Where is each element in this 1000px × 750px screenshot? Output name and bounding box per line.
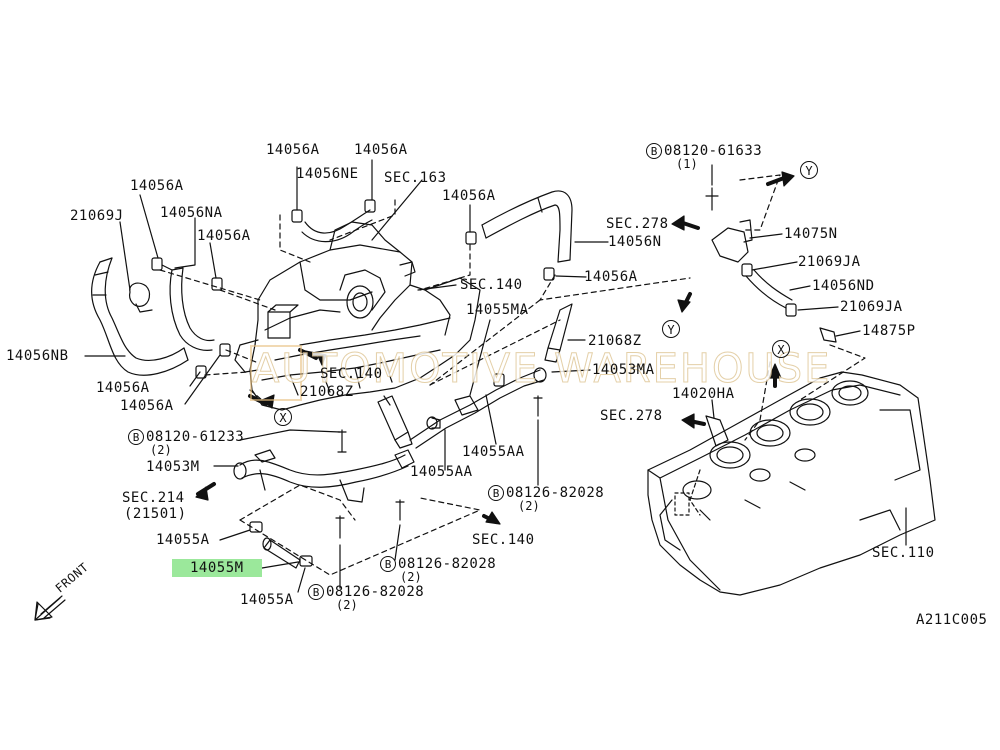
hose-14056nb-drawing <box>92 258 188 375</box>
label-14056a: 14056A <box>197 228 251 244</box>
label-21069ja: 21069JA <box>798 254 861 270</box>
clip-21069j-drawing <box>130 283 152 312</box>
label-14056a: 14056A <box>354 142 408 158</box>
label-sec140: SEC.140 <box>320 366 383 382</box>
marker-y-icon: Y <box>800 161 818 179</box>
qty-08126-82028: (2) <box>518 499 540 513</box>
dashed-leaders <box>160 175 865 575</box>
label-sec140: SEC.140 <box>472 532 535 548</box>
qty-08126-82028: (2) <box>336 598 358 612</box>
label-14056ne: 14056NE <box>296 166 359 182</box>
bolt-symbol-icon: B <box>308 584 324 600</box>
label-14055aa: 14055AA <box>462 444 525 460</box>
arrows <box>196 172 794 524</box>
marker-y-icon: Y <box>662 320 680 338</box>
label-08120-61233: 08120-61233 <box>146 429 245 445</box>
label-14056a: 14056A <box>130 178 184 194</box>
housing-14075n-drawing <box>706 220 792 446</box>
bolt-symbol-icon: B <box>488 485 504 501</box>
label-sec278: SEC.278 <box>600 408 663 424</box>
leader-lines <box>85 160 906 592</box>
label-14056na: 14056NA <box>160 205 223 221</box>
label-14056a: 14056A <box>266 142 320 158</box>
qty-08120-61233: (2) <box>150 443 172 457</box>
label-21069j: 21069J <box>70 208 124 224</box>
hose-14056ne-drawing <box>302 210 372 242</box>
label-sec278: SEC.278 <box>606 216 669 232</box>
label-14056a: 14056A <box>584 269 638 285</box>
highlighted-part[interactable]: 14055M <box>172 559 262 577</box>
label-14055a: 14055A <box>156 532 210 548</box>
label-14055aa: 14055AA <box>410 464 473 480</box>
label-14056nd: 14056ND <box>812 278 875 294</box>
hose-14056n-drawing <box>482 191 572 262</box>
tube-14053m-drawing <box>234 450 414 502</box>
label-14055m-highlighted[interactable]: 14055M <box>172 559 262 577</box>
bolt-symbol-icon: B <box>646 143 662 159</box>
label-14075n: 14075N <box>784 226 838 242</box>
label-21068z: 21068Z <box>588 333 642 349</box>
label-sec163: SEC.163 <box>384 170 447 186</box>
hose-14056na-drawing <box>162 265 214 350</box>
watermark-text: AUTOMOTIVE WAREHOUSE <box>251 346 832 393</box>
hose-14055m-drawing <box>250 522 312 568</box>
label-14053ma: 14053MA <box>592 362 655 378</box>
label-14056a: 14056A <box>120 398 174 414</box>
label-14020ha: 14020HA <box>672 386 735 402</box>
diagram-code: A211C005 <box>916 612 988 628</box>
bolt-symbol-icon: B <box>128 429 144 445</box>
label-sec110: SEC.110 <box>872 545 935 561</box>
label-21069ja: 21069JA <box>840 299 903 315</box>
label-14056n: 14056N <box>608 234 662 250</box>
marker-x-icon: X <box>274 408 292 426</box>
label-08120-61633: 08120-61633 <box>664 143 763 159</box>
label-sec214-sub: (21501) <box>124 506 187 522</box>
label-14055a: 14055A <box>240 592 294 608</box>
bolt-symbol-icon: B <box>380 556 396 572</box>
marker-x-icon: X <box>772 340 790 358</box>
label-14056a: 14056A <box>442 188 496 204</box>
label-08126-82028: 08126-82028 <box>398 556 497 572</box>
front-arrow-drawing <box>35 596 65 620</box>
label-08126-82028: 08126-82028 <box>326 584 425 600</box>
label-14875p: 14875P <box>862 323 916 339</box>
label-14053m: 14053M <box>146 459 200 475</box>
bolts-drawing <box>336 188 836 538</box>
pipe-21068z-drawing <box>378 304 572 448</box>
label-sec140: SEC.140 <box>460 277 523 293</box>
label-21068z: 21068Z <box>300 384 354 400</box>
small-clips-drawing <box>152 200 796 386</box>
qty-08126-82028: (2) <box>400 570 422 584</box>
watermark-logo <box>250 345 302 401</box>
label-14056a: 14056A <box>96 380 150 396</box>
label-sec214: SEC.214 <box>122 490 185 506</box>
label-14055ma: 14055MA <box>466 302 529 318</box>
qty-08120-61633: (1) <box>676 157 698 171</box>
hose-14055ma-drawing <box>410 368 546 448</box>
engine-block-drawing <box>648 372 935 595</box>
label-08126-82028: 08126-82028 <box>506 485 605 501</box>
label-14056nb: 14056NB <box>6 348 69 364</box>
